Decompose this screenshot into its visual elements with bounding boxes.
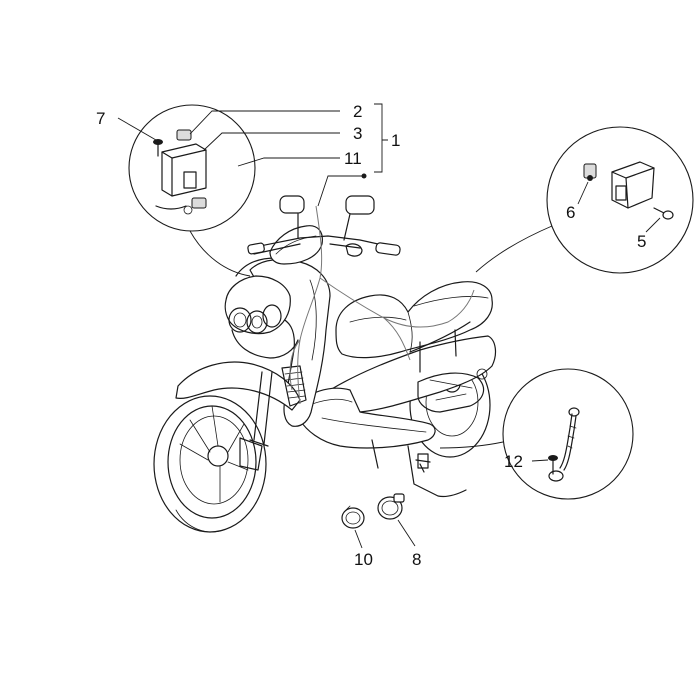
- wiring-harness: [289, 205, 475, 405]
- left-grip: [247, 242, 265, 255]
- callout-circle-top-right: [546, 126, 694, 274]
- callout-circle-top-left: [128, 104, 256, 232]
- label-part-12: 12: [504, 452, 523, 471]
- clip-part-2: [176, 129, 192, 141]
- label-part-7: 7: [96, 109, 105, 128]
- label-part-2: 2: [353, 102, 362, 121]
- engine-case: [417, 372, 485, 413]
- rear-frame: [409, 321, 471, 373]
- callout-circle-bottom-right: [502, 368, 634, 500]
- callout-fuse-holder: [475, 126, 694, 274]
- rear-body: [329, 335, 497, 413]
- label-part-1: 1: [391, 131, 400, 150]
- front-fender: [175, 361, 301, 411]
- screw-part-7: [153, 139, 163, 157]
- callout-leader-bottom-right: [439, 441, 504, 449]
- bracket-part-6: [583, 163, 597, 181]
- callout-battery-box: [128, 104, 256, 277]
- stand: [371, 439, 467, 498]
- headlight-center: [246, 310, 268, 334]
- connector-part: [155, 197, 207, 215]
- callout-ground-cable: [439, 368, 634, 500]
- callout-leader-top-left: [189, 230, 251, 277]
- clamp-part-10: [341, 505, 365, 529]
- radiator-grille: [281, 365, 307, 407]
- mirror-right: [343, 195, 375, 241]
- battery-box: [161, 143, 207, 197]
- leader-lines: [117, 103, 661, 549]
- label-part-8: 8: [412, 550, 421, 569]
- floor-panel: [299, 387, 436, 449]
- label-part-11: 11: [344, 149, 362, 168]
- label-part-5: 5: [637, 232, 646, 251]
- label-part-10: 10: [354, 550, 373, 569]
- label-part-6: 6: [566, 203, 575, 222]
- callout-leader-top-right: [475, 225, 553, 273]
- ground-cable: [548, 407, 580, 482]
- headlight-housing: [224, 275, 291, 335]
- fuse-box-slot: [615, 185, 627, 201]
- label-part-3: 3: [353, 124, 362, 143]
- headlight-right: [262, 304, 282, 328]
- brake-caliper: [239, 437, 263, 471]
- seat: [335, 281, 493, 359]
- clamp-part-8: [377, 493, 405, 520]
- mirror-left: [279, 195, 305, 239]
- fuse-box: [611, 161, 655, 209]
- bolt-part-12: [548, 455, 558, 475]
- bolt-part-5: [653, 207, 674, 220]
- throttle-control: [345, 243, 363, 257]
- front-wheel: [153, 395, 267, 533]
- battery-box-terminal-slot: [183, 171, 197, 189]
- headlight-left: [228, 307, 252, 333]
- scooter-drawing: [153, 195, 497, 533]
- right-grip: [375, 242, 401, 256]
